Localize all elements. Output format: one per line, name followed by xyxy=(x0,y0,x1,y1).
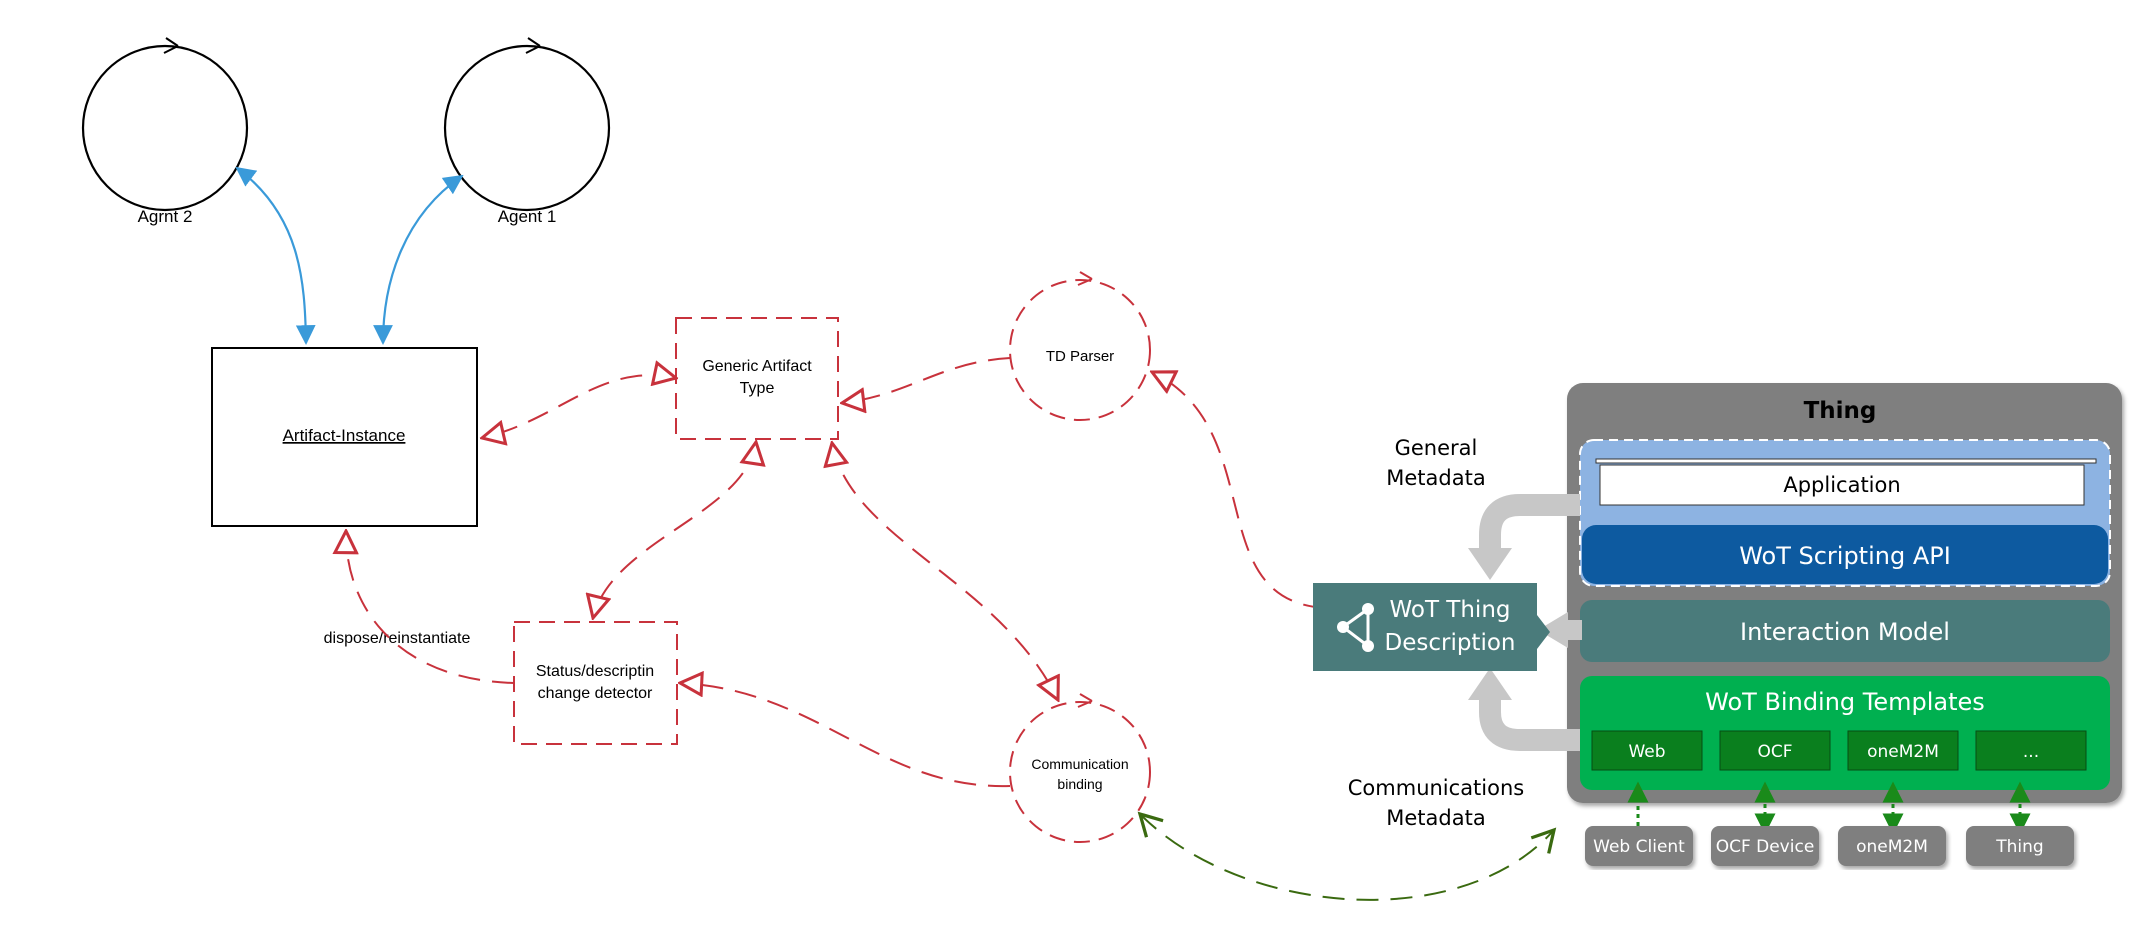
binding-item-more: ... xyxy=(1975,730,2087,771)
application-label: Application xyxy=(1783,473,1900,497)
td-parser-node: TD Parser xyxy=(1009,271,1151,421)
thing-panel: Thing Application WoT Scripting API Inte… xyxy=(1567,383,2122,803)
dispose-label: dispose/reinstantiate xyxy=(324,630,471,647)
thing-title: Thing xyxy=(1804,398,1877,424)
agent-2-label: Agrnt 2 xyxy=(138,207,193,226)
cycle-icon xyxy=(1077,271,1093,286)
svg-text:OCF Device: OCF Device xyxy=(1716,837,1815,857)
svg-text:OCF: OCF xyxy=(1757,742,1792,762)
comm-metadata-arrowhead xyxy=(1468,668,1512,700)
generic-artifact-type-box: Generic Artifact Type xyxy=(675,317,839,440)
status-detector-line1: Status/descriptin xyxy=(536,663,654,680)
wot-thing-description-box: WoT Thing Description xyxy=(1313,583,1550,671)
communication-binding-line1: Communication xyxy=(1031,756,1128,772)
agent1-artifact-link xyxy=(373,174,464,345)
interaction-model-bar xyxy=(1580,600,2110,662)
agent2-artifact-link xyxy=(235,166,316,345)
red-dashed-links xyxy=(346,357,1326,788)
td-parser-label: TD Parser xyxy=(1046,348,1114,365)
svg-text:...: ... xyxy=(2023,742,2039,762)
client-connectors xyxy=(1627,781,2031,835)
svg-text:oneM2M: oneM2M xyxy=(1867,742,1939,762)
svg-text:oneM2M: oneM2M xyxy=(1856,837,1928,857)
cycle-icon xyxy=(163,37,179,54)
agent-1-node: Agent 1 xyxy=(443,37,611,226)
interaction-arrowhead xyxy=(1538,612,1568,648)
cycle-icon xyxy=(1077,693,1093,708)
communications-metadata-line2: Metadata xyxy=(1386,806,1485,830)
general-metadata-line1: General xyxy=(1395,436,1478,460)
agent-1-label: Agent 1 xyxy=(498,207,557,226)
client-web: Web Client xyxy=(1585,826,1693,866)
td-to-tdparser-link xyxy=(1152,372,1326,609)
status-detector-line2: change detector xyxy=(538,685,653,702)
status-detector-box: Status/descriptin change detector xyxy=(513,621,678,745)
application-box: Application xyxy=(1595,458,2097,506)
generic-to-binding-link xyxy=(832,443,1058,700)
agent-2-node: Agrnt 2 xyxy=(81,37,249,226)
client-onem2m: oneM2M xyxy=(1838,826,1946,866)
artifact-instance-label: Artifact-Instance xyxy=(283,426,406,445)
communication-binding-line2: binding xyxy=(1057,776,1102,792)
interaction-model-label: Interaction Model xyxy=(1740,618,1950,646)
binding-item-onem2m: oneM2M xyxy=(1847,730,1959,771)
general-metadata-arrowhead xyxy=(1468,548,1512,580)
binding-to-detector-link xyxy=(680,683,1011,788)
generic-to-instance-link xyxy=(482,375,676,438)
scripting-api-label: WoT Scripting API xyxy=(1739,542,1951,570)
general-metadata-line2: Metadata xyxy=(1386,466,1485,490)
share-icon xyxy=(1337,603,1374,652)
cycle-icon xyxy=(525,37,541,54)
client-thing: Thing xyxy=(1966,826,2074,866)
client-ocf-device: OCF Device xyxy=(1711,826,1819,866)
communication-binding-node: Communication binding xyxy=(1009,693,1151,843)
svg-text:Web Client: Web Client xyxy=(1593,837,1685,857)
binding-templates-label: WoT Binding Templates xyxy=(1705,688,1985,716)
artifact-instance-box: Artifact-Instance xyxy=(211,347,478,527)
generic-artifact-type-line1: Generic Artifact xyxy=(702,358,812,375)
svg-text:Thing: Thing xyxy=(1995,837,2043,857)
svg-text:Web: Web xyxy=(1628,742,1665,762)
wot-td-line1: WoT Thing xyxy=(1389,597,1510,623)
communications-metadata-line1: Communications xyxy=(1348,776,1524,800)
wot-td-line2: Description xyxy=(1385,630,1516,656)
tdparser-to-generic-link xyxy=(842,357,1011,403)
generic-artifact-type-line2: Type xyxy=(740,380,775,397)
generic-to-detector-link xyxy=(593,442,756,618)
binding-item-ocf: OCF xyxy=(1719,730,1831,771)
binding-to-thing-link xyxy=(1137,811,1557,901)
binding-item-web: Web xyxy=(1591,730,1703,771)
detector-to-instance-link xyxy=(346,531,515,684)
metadata-arrows xyxy=(1468,494,1582,751)
scripting-api-bar xyxy=(1582,525,2108,584)
